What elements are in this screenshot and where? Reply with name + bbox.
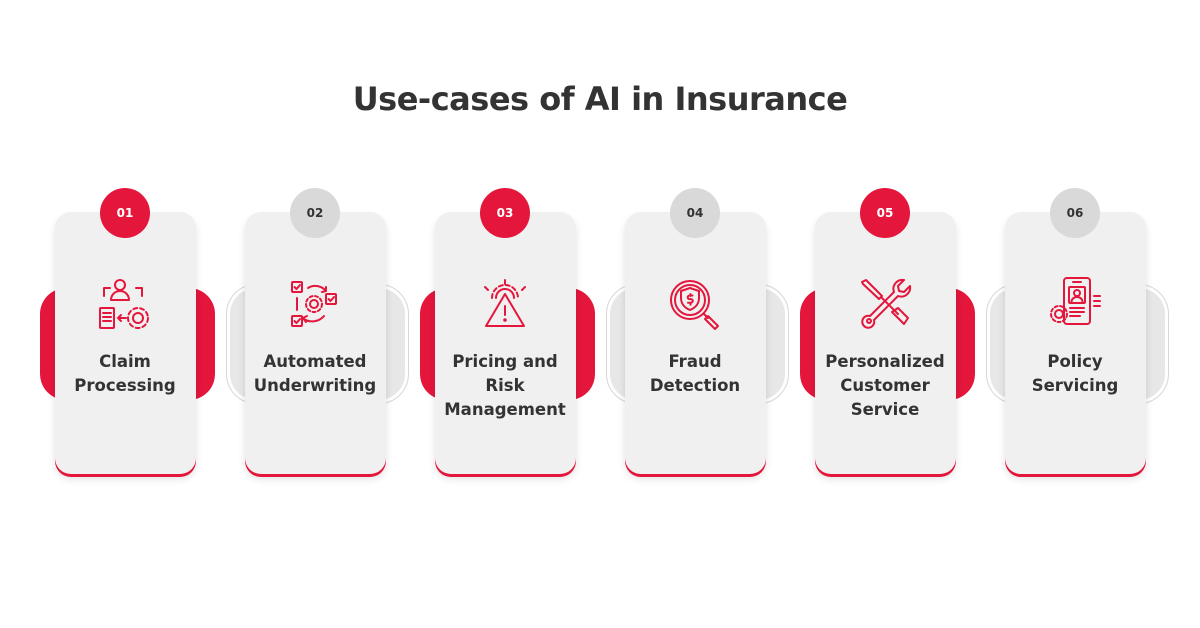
card-panel (245, 212, 386, 474)
wrench-screwdriver-icon (856, 276, 914, 334)
shield-magnifier-icon (666, 276, 724, 334)
card-panel (55, 212, 196, 474)
card-panel (435, 212, 576, 474)
use-case-card-6: 06 Policy Servicing (986, 188, 1180, 490)
card-panel (815, 212, 956, 474)
page-title: Use-cases of AI in Insurance (352, 80, 848, 118)
card-panel (1005, 212, 1146, 474)
use-case-card-2: 02 Automated Underwriting (226, 188, 420, 490)
card-number-badge: 06 (1050, 188, 1100, 238)
use-case-card-3: 03 Pricing and Risk Management (420, 188, 610, 490)
card-number-badge: 01 (100, 188, 150, 238)
card-label: Personalized Customer Service (825, 352, 945, 419)
use-case-card-5: 05 Personalized Customer Service (800, 188, 990, 490)
underwriting-cycle-icon (286, 276, 344, 334)
card-label: Automated Underwriting (253, 352, 377, 395)
card-number-badge: 05 (860, 188, 910, 238)
card-label: Pricing and Risk Management (444, 352, 566, 419)
card-number-badge: 02 (290, 188, 340, 238)
mobile-gear-icon (1046, 276, 1104, 334)
card-number-badge: 03 (480, 188, 530, 238)
card-number-badge: 04 (670, 188, 720, 238)
warning-gear-icon (476, 276, 534, 334)
card-label: Claim Processing (74, 352, 176, 395)
use-case-card-4: 04 Fraud Detection (606, 188, 800, 490)
claim-processing-icon (96, 276, 154, 334)
use-case-card-1: 01 Claim Processing (40, 188, 230, 490)
card-panel (625, 212, 766, 474)
card-label: Fraud Detection (649, 352, 741, 395)
card-label: Policy Servicing (1031, 352, 1119, 395)
